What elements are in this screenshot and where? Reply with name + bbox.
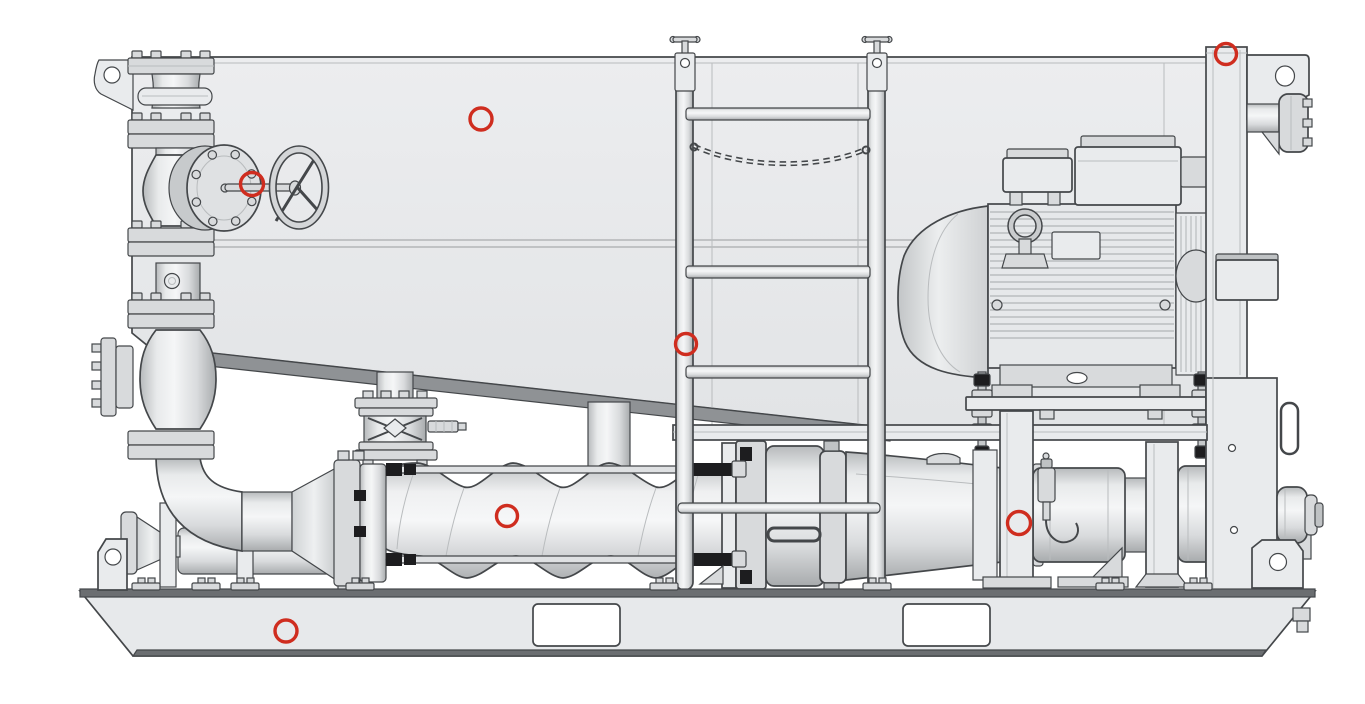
feed-drop-pipe xyxy=(587,401,631,469)
marker-1[interactable] xyxy=(468,106,494,132)
ladder-hook xyxy=(861,35,893,92)
valve-handwheel xyxy=(268,145,330,230)
skid-corner-gusset xyxy=(1251,539,1304,589)
marker-5[interactable] xyxy=(1005,509,1033,537)
marker-3[interactable] xyxy=(673,331,699,357)
motor-pedestal xyxy=(965,364,1243,581)
suction-casing xyxy=(721,440,1003,594)
marker-6[interactable] xyxy=(273,618,299,644)
ladder-rung xyxy=(685,365,871,379)
ladder-safety-chain xyxy=(689,142,871,167)
motor-drive-bell xyxy=(897,205,989,379)
stator-tie-rods xyxy=(385,460,747,568)
gland-grease-lubricator xyxy=(1037,452,1079,544)
ladder-rung xyxy=(685,265,871,279)
marker-4[interactable] xyxy=(494,503,520,529)
tee-blind-flange xyxy=(91,337,134,417)
access-ladder xyxy=(669,35,1208,591)
support-post xyxy=(999,410,1034,584)
skid-base xyxy=(78,538,1317,657)
column-handle xyxy=(1279,401,1300,456)
skid-lifting-lug xyxy=(97,538,128,591)
gland-and-bearing xyxy=(1032,441,1221,588)
inlet-flange-joint xyxy=(333,450,387,596)
motor-lifting-eye xyxy=(1001,208,1049,269)
skid-end-bracket xyxy=(1292,607,1311,633)
ladder-hook xyxy=(669,35,701,92)
support-column xyxy=(1205,46,1324,591)
motor-body xyxy=(987,203,1177,369)
discharge-nozzle-flange xyxy=(1246,93,1313,156)
motor-terminal-box-large xyxy=(1074,135,1208,206)
ladder-rung xyxy=(685,107,871,121)
forklift-pocket-left xyxy=(532,603,621,647)
riser-tee xyxy=(139,329,217,430)
motor-nameplate xyxy=(1051,231,1101,260)
hotspot-markers xyxy=(238,41,1239,644)
guard-bar xyxy=(677,502,881,514)
forklift-pocket-right xyxy=(902,603,991,647)
riser-piping xyxy=(91,50,330,460)
suction-elbow xyxy=(155,457,337,582)
marker-2[interactable] xyxy=(238,170,266,198)
column-junction-box xyxy=(1215,253,1279,301)
marker-7[interactable] xyxy=(1213,41,1239,67)
motor-terminal-box-small xyxy=(1002,148,1073,206)
anchor-stud-left xyxy=(971,371,993,459)
casing-handle xyxy=(766,526,822,543)
electric-motor xyxy=(897,135,1243,581)
